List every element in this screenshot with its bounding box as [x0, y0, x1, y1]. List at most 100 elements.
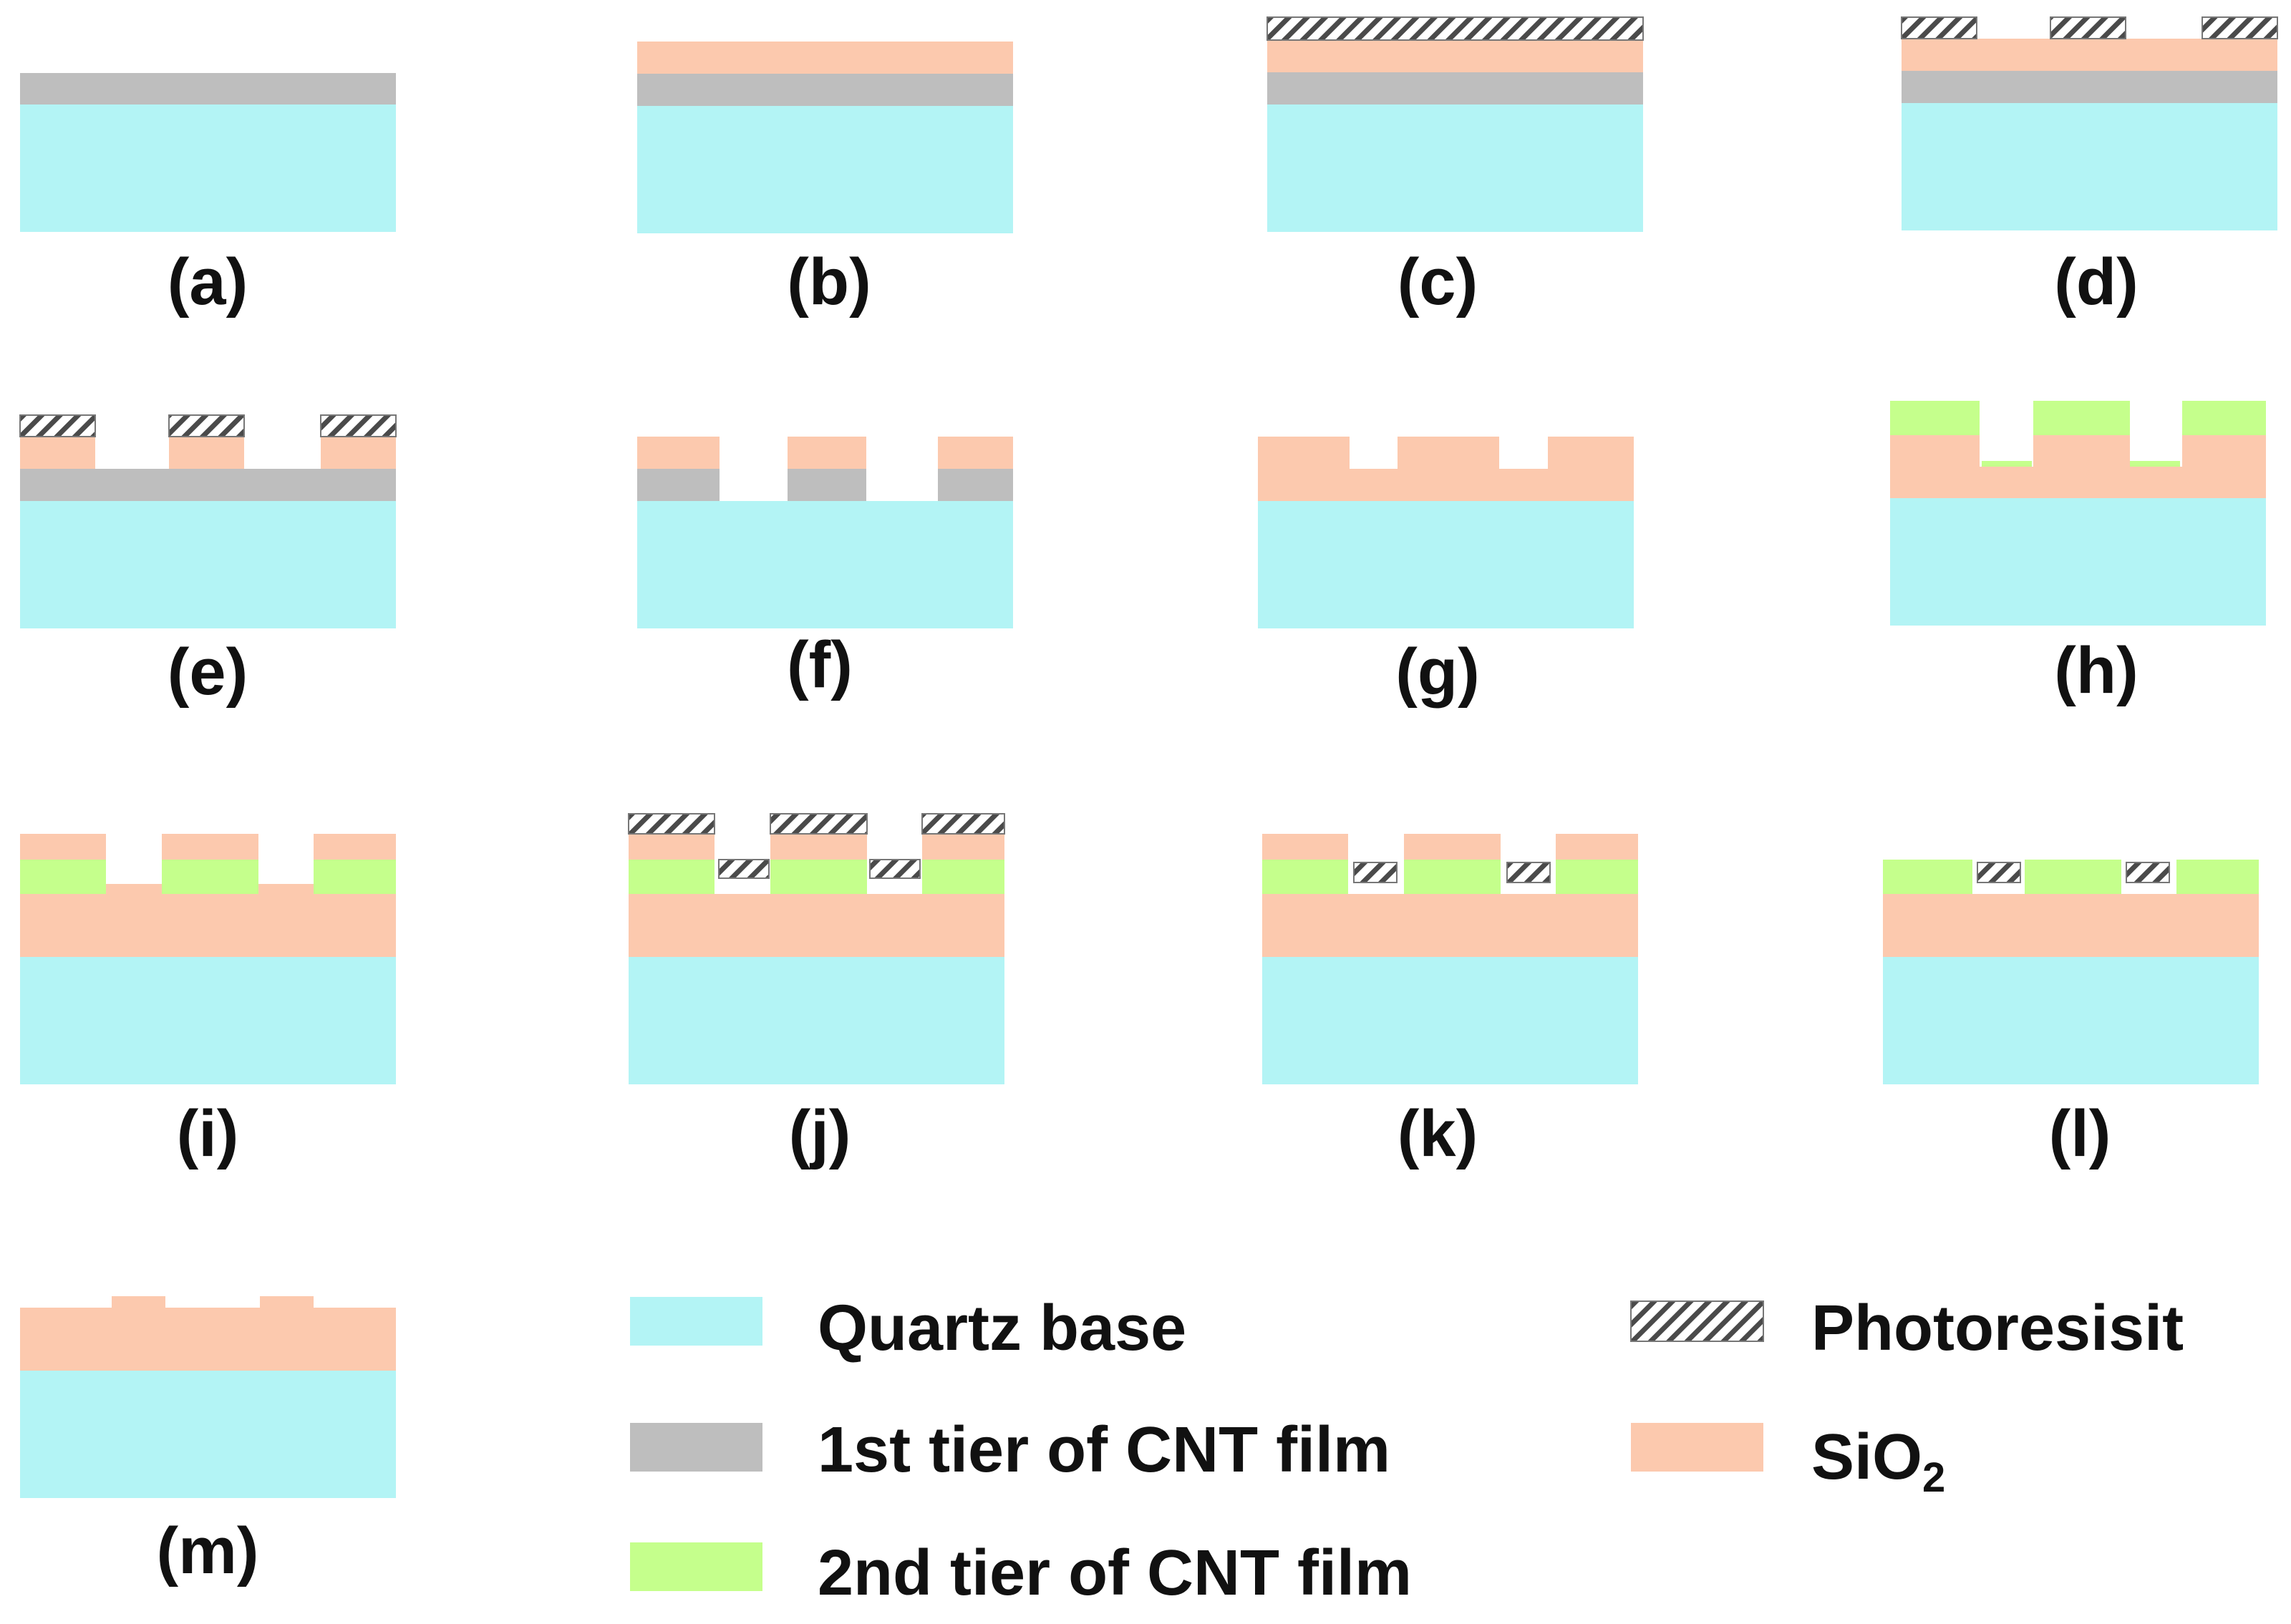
- layer-cnt2: [162, 860, 258, 894]
- legend-label-photoresist: Photoresisit: [1811, 1293, 2184, 1364]
- panel-a: [20, 73, 396, 232]
- step-label-g: (g): [1395, 636, 1479, 709]
- layer-cnt1: [1902, 71, 2277, 103]
- layer-sio2: [106, 884, 162, 894]
- layer-cnt2: [1890, 401, 1980, 435]
- step-label-l: (l): [2049, 1097, 2111, 1170]
- layer-sio2: [629, 894, 1004, 925]
- layer-sio2: [314, 834, 396, 860]
- layer-quartz: [637, 501, 1013, 628]
- layer-cnt2: [2025, 860, 2121, 894]
- legend-label-cnt1: 1st tier of CNT film: [818, 1414, 1390, 1486]
- panel-l: [1883, 860, 2259, 1084]
- layer-sio2: [20, 437, 95, 469]
- layer-sio2: [20, 1339, 396, 1371]
- step-label-e: (e): [168, 636, 248, 709]
- panel-d: [1901, 16, 2278, 230]
- panel-c: [1266, 16, 1644, 232]
- layer-sio2: [1883, 925, 2259, 957]
- layer-photoresist: [770, 813, 868, 835]
- layer-cnt2: [1883, 860, 1972, 894]
- layer-sio2: [258, 884, 314, 894]
- layer-sio2: [1258, 469, 1634, 501]
- layer-sio2: [1262, 834, 1348, 860]
- layer-sio2: [1548, 437, 1634, 469]
- layer-photoresist: [19, 414, 96, 437]
- panel-m: [20, 1296, 396, 1498]
- layer-cnt2: [922, 860, 1004, 894]
- layer-photoresist: [921, 813, 1005, 835]
- layer-cnt1: [637, 469, 720, 501]
- step-label-f: (f): [787, 628, 853, 701]
- layer-sio2: [922, 834, 1004, 860]
- layer-cnt2: [629, 860, 715, 894]
- layer-cnt1: [20, 469, 396, 501]
- layer-cnt1: [938, 469, 1013, 501]
- step-label-j: (j): [789, 1097, 851, 1170]
- layer-sio2: [20, 925, 396, 957]
- layer-cnt1: [637, 74, 1013, 106]
- step-panels: (a)(b)(c)(d)(e)(f)(g)(h)(i)(j)(k)(l)(m): [19, 16, 2278, 1587]
- layer-photoresist: [869, 859, 921, 879]
- layer-quartz: [20, 501, 396, 628]
- step-label-a: (a): [168, 245, 248, 319]
- layer-sio2: [629, 925, 1004, 957]
- legend-label-subscript: 2: [1922, 1454, 1945, 1501]
- layer-photoresist: [1901, 16, 1977, 39]
- panel-g: [1258, 437, 1634, 628]
- panel-i: [20, 834, 396, 1084]
- layer-sio2: [1404, 834, 1501, 860]
- layer-sio2: [1398, 437, 1499, 469]
- layer-cnt2: [1262, 860, 1348, 894]
- layer-sio2: [20, 834, 106, 860]
- layer-quartz: [1883, 957, 2259, 1084]
- layer-sio2: [321, 437, 396, 469]
- layer-sio2: [20, 894, 396, 925]
- layer-sio2: [1267, 40, 1643, 72]
- legend-swatch-cnt1: [630, 1423, 762, 1472]
- layer-quartz: [629, 957, 1004, 1084]
- layer-quartz: [1890, 498, 2266, 626]
- legend-swatch-sio2: [1631, 1423, 1763, 1472]
- layer-sio2: [637, 437, 720, 469]
- layer-photoresist: [320, 414, 397, 437]
- layer-sio2: [629, 834, 715, 860]
- layer-sio2: [938, 437, 1013, 469]
- panel-b: [637, 42, 1013, 233]
- layer-photoresist: [2202, 16, 2278, 39]
- layer-sio2: [1902, 39, 2277, 71]
- layer-sio2: [637, 42, 1013, 74]
- layer-cnt2: [770, 860, 867, 894]
- layer-photoresist: [2050, 16, 2126, 39]
- layer-sio2: [20, 1308, 396, 1339]
- layer-photoresist: [1266, 16, 1644, 41]
- legend-label-cnt2: 2nd tier of CNT film: [818, 1537, 1412, 1609]
- legend-label-quartz: Quartz base: [818, 1293, 1186, 1364]
- layer-sio2: [2182, 435, 2266, 467]
- layer-sio2: [1262, 925, 1638, 957]
- layer-sio2: [788, 437, 866, 469]
- layer-quartz: [20, 1371, 396, 1498]
- layer-quartz: [1267, 104, 1643, 232]
- layer-photoresist: [168, 414, 245, 437]
- layer-sio2: [1890, 467, 2266, 498]
- layer-cnt2: [1556, 860, 1638, 894]
- panel-h: [1890, 401, 2266, 626]
- step-label-k: (k): [1398, 1097, 1478, 1170]
- layer-quartz: [1902, 103, 2277, 230]
- legend-swatch-quartz: [630, 1297, 762, 1346]
- panel-f: [637, 437, 1013, 628]
- layer-photoresist: [1506, 862, 1551, 883]
- step-label-m: (m): [156, 1514, 258, 1587]
- layer-cnt1: [1267, 72, 1643, 104]
- layer-photoresist: [1977, 862, 2021, 883]
- panel-j: [628, 813, 1005, 1084]
- layer-cnt1: [788, 469, 866, 501]
- step-label-b: (b): [787, 245, 871, 319]
- layer-quartz: [1258, 501, 1634, 628]
- layer-photoresist: [2126, 862, 2170, 883]
- step-label-h: (h): [2054, 634, 2138, 707]
- layer-quartz: [20, 957, 396, 1084]
